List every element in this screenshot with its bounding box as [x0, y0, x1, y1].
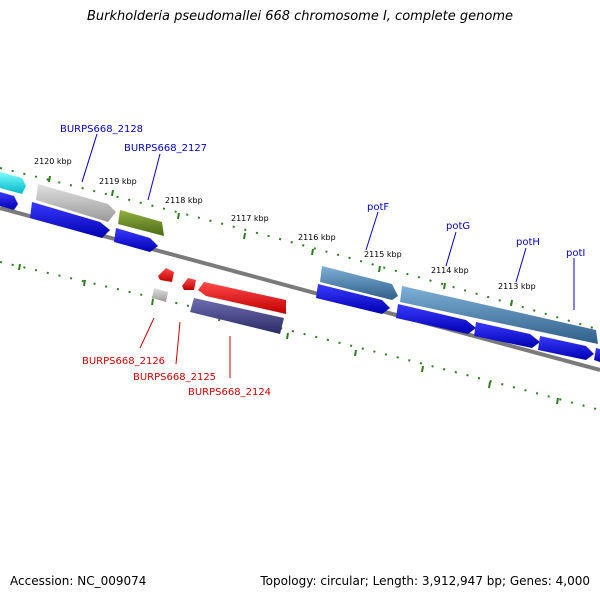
gene-red-small[interactable] [158, 268, 174, 282]
gene-red-2125[interactable] [182, 278, 196, 290]
gene-label: BURPS668_2126 [82, 356, 165, 367]
gene-purple[interactable] [190, 298, 284, 334]
cds-arrow[interactable] [114, 228, 158, 252]
gene-cyan[interactable] [0, 172, 26, 194]
tick-label: 2116 kbp [298, 233, 336, 242]
gene-label: BURPS668_2125 [133, 372, 216, 383]
gene-potF[interactable] [320, 266, 398, 300]
tick-label: 2114 kbp [431, 266, 469, 275]
cds-forward [0, 192, 600, 362]
tick-label: 2119 kbp [99, 177, 137, 186]
tick-labels: 2120 kbp 2119 kbp 2118 kbp 2117 kbp 2116… [34, 157, 536, 291]
tick-label: 2113 kbp [498, 282, 536, 291]
reverse-genes [152, 268, 286, 334]
tick-label: 2115 kbp [364, 250, 402, 259]
cds-arrow[interactable] [594, 348, 600, 362]
accession-text: Accession: NC_009074 [10, 574, 147, 588]
gene-label: potI [566, 248, 585, 259]
cds-arrow[interactable] [316, 284, 390, 314]
gene-grey[interactable] [36, 184, 116, 222]
gene-label: BURPS668_2127 [124, 143, 207, 154]
gene-label: BURPS668_2128 [60, 124, 143, 135]
outer-tick-ring [0, 167, 600, 331]
cds-arrow[interactable] [538, 336, 594, 360]
gene-labels: BURPS668_2128 BURPS668_2127 potF potG po… [60, 124, 585, 398]
cds-arrow[interactable] [396, 304, 476, 334]
tick-label: 2120 kbp [34, 157, 72, 166]
cds-arrow[interactable] [474, 322, 540, 348]
gene-label: potH [516, 237, 540, 248]
major-ticks-outer [48, 175, 513, 307]
tick-label: 2118 kbp [165, 196, 203, 205]
label-leaders [81, 133, 575, 378]
gene-label: potF [367, 202, 389, 213]
gene-red-long[interactable] [198, 282, 286, 314]
forward-genes [0, 172, 598, 344]
map-title: Burkholderia pseudomallei 668 chromosome… [86, 9, 514, 24]
tick-label: 2117 kbp [231, 214, 269, 223]
genome-summary-text: Topology: circular; Length: 3,912,947 bp… [260, 574, 590, 588]
gene-grey-small[interactable] [152, 288, 168, 302]
gene-label: BURPS668_2124 [188, 387, 271, 398]
gene-label: potG [446, 221, 470, 232]
cds-arrow[interactable] [30, 202, 110, 238]
gene-potG[interactable] [400, 286, 598, 344]
gene-olive[interactable] [118, 210, 164, 236]
cds-arrow[interactable] [0, 192, 18, 210]
